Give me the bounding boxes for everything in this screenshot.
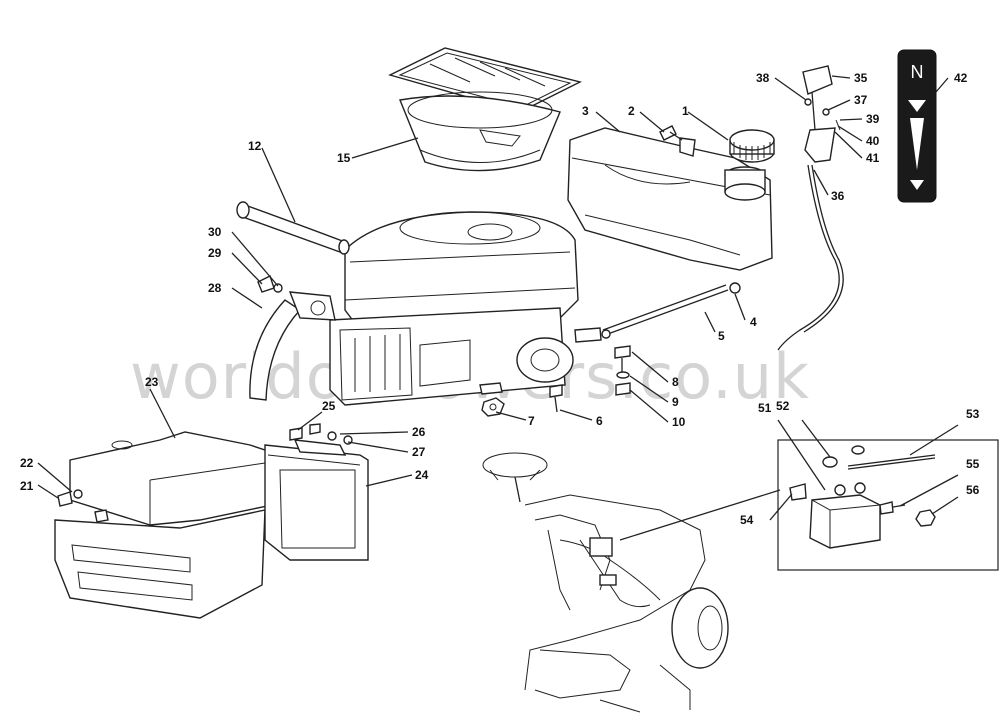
part-29-30-fasteners: [257, 275, 283, 293]
callout-37: 37: [854, 93, 868, 107]
callout-41: 41: [866, 151, 880, 165]
callout-38: 38: [756, 71, 770, 85]
part-42-placard: N: [897, 49, 937, 203]
part-24-battery: [264, 439, 369, 561]
callout-2: 2: [628, 104, 635, 118]
callout-26: 26: [412, 425, 426, 439]
callout-36: 36: [831, 189, 845, 203]
callout-28: 28: [208, 281, 222, 295]
callout-5: 5: [718, 329, 725, 343]
callout-labels: 1 2 3 4 5 6 7 8 9 10 12 15 21 22 23 24 2…: [20, 71, 980, 527]
battery-tray: [54, 509, 266, 619]
callout-3: 3: [582, 104, 589, 118]
callout-54: 54: [740, 513, 754, 527]
callout-56: 56: [966, 483, 980, 497]
callout-6: 6: [596, 414, 603, 428]
callout-25: 25: [322, 399, 336, 413]
callout-53: 53: [966, 407, 980, 421]
callout-9: 9: [672, 395, 679, 409]
part-2-bolt: [659, 125, 683, 141]
part-12-hose: [236, 201, 350, 255]
part-15-shroud: [388, 47, 583, 172]
callout-12: 12: [248, 139, 262, 153]
callout-21: 21: [20, 479, 34, 493]
callout-29: 29: [208, 246, 222, 260]
callout-40: 40: [866, 134, 880, 148]
part-28-exhaust-pipe: [249, 291, 336, 401]
part-25-26-27-terminal-fasteners: [289, 423, 353, 445]
engine-block: [329, 211, 579, 406]
callout-23: 23: [145, 375, 159, 389]
part-1-fuel-cap: [729, 129, 775, 163]
callout-35: 35: [854, 71, 868, 85]
callout-42: 42: [954, 71, 968, 85]
leader-lines: [37, 75, 959, 521]
callout-1: 1: [682, 104, 689, 118]
part-3-fuel-tank: [567, 127, 773, 271]
callout-52: 52: [776, 399, 790, 413]
solenoid-detail-box: [777, 439, 999, 571]
callout-51: 51: [758, 401, 772, 415]
part-35-41-throttle-control: [777, 65, 844, 351]
callout-30: 30: [208, 225, 222, 239]
callout-27: 27: [412, 445, 426, 459]
callout-7: 7: [528, 414, 535, 428]
callout-15: 15: [337, 151, 351, 165]
callout-22: 22: [20, 456, 34, 470]
part-4-5-fuel-line: [574, 282, 741, 343]
part-7-nut: [481, 397, 505, 417]
part-8-9-10-fasteners: [614, 345, 631, 396]
callout-24: 24: [415, 468, 429, 482]
callout-4: 4: [750, 315, 757, 329]
part-6-bolt: [549, 384, 563, 413]
part-21-22-fasteners: [57, 489, 109, 523]
callout-10: 10: [672, 415, 686, 429]
tractor-wiring-view: [482, 452, 781, 713]
callout-8: 8: [672, 375, 679, 389]
callout-55: 55: [966, 457, 980, 471]
callout-39: 39: [866, 112, 880, 126]
placard-symbol: N: [911, 62, 924, 82]
